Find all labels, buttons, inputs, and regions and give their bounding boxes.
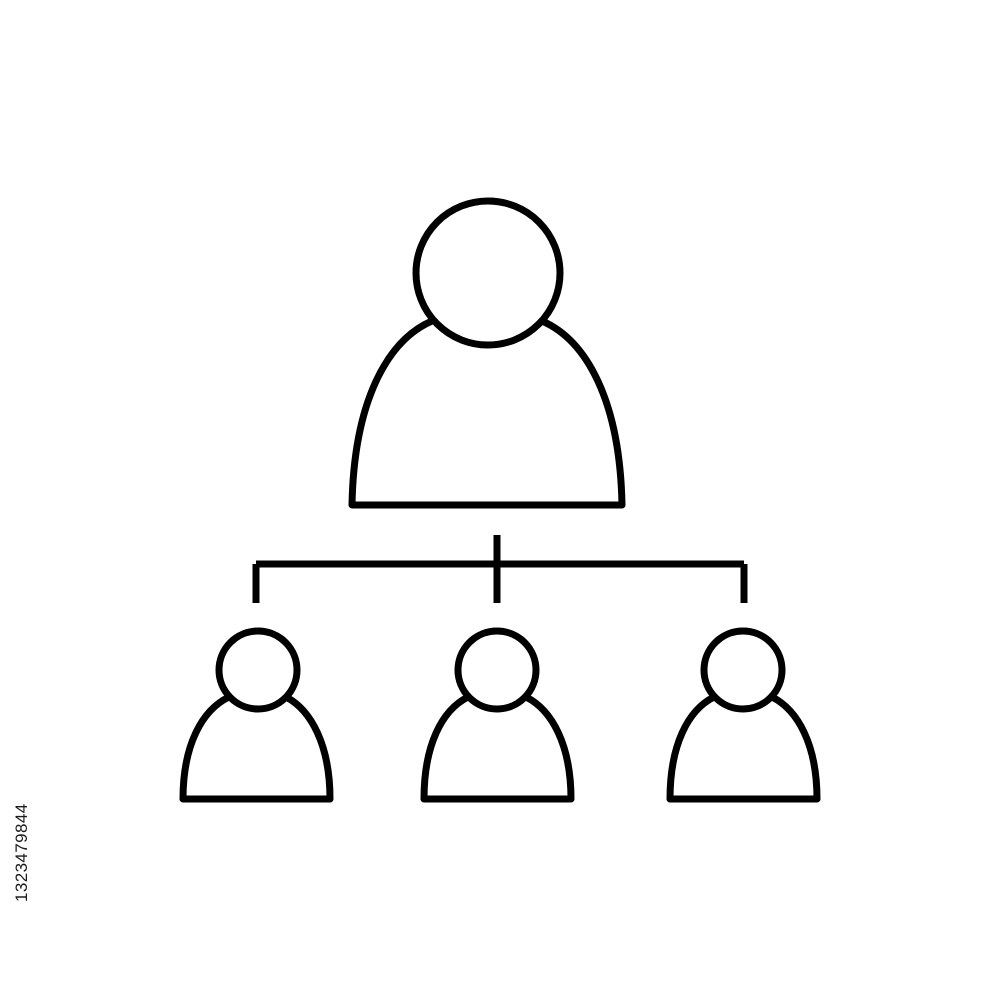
manager-head — [412, 197, 564, 349]
stock-id-label: 1323479844 — [12, 803, 31, 902]
subordinate-right-person-icon — [666, 627, 821, 803]
subordinate-right-body — [666, 693, 821, 803]
manager-body — [348, 317, 626, 509]
subordinate-right-head — [700, 627, 786, 713]
subordinate-center-person-icon — [420, 627, 575, 803]
subordinate-left-head — [215, 627, 301, 713]
subordinate-left-person-icon — [179, 627, 334, 803]
manager-person-icon — [348, 197, 626, 509]
stock-id-container: 1323479844 — [10, 752, 34, 902]
subordinate-left-body — [179, 693, 334, 803]
subordinate-center-body — [420, 693, 575, 803]
hierarchy-connector — [252, 535, 748, 603]
subordinate-center-head — [454, 627, 540, 713]
